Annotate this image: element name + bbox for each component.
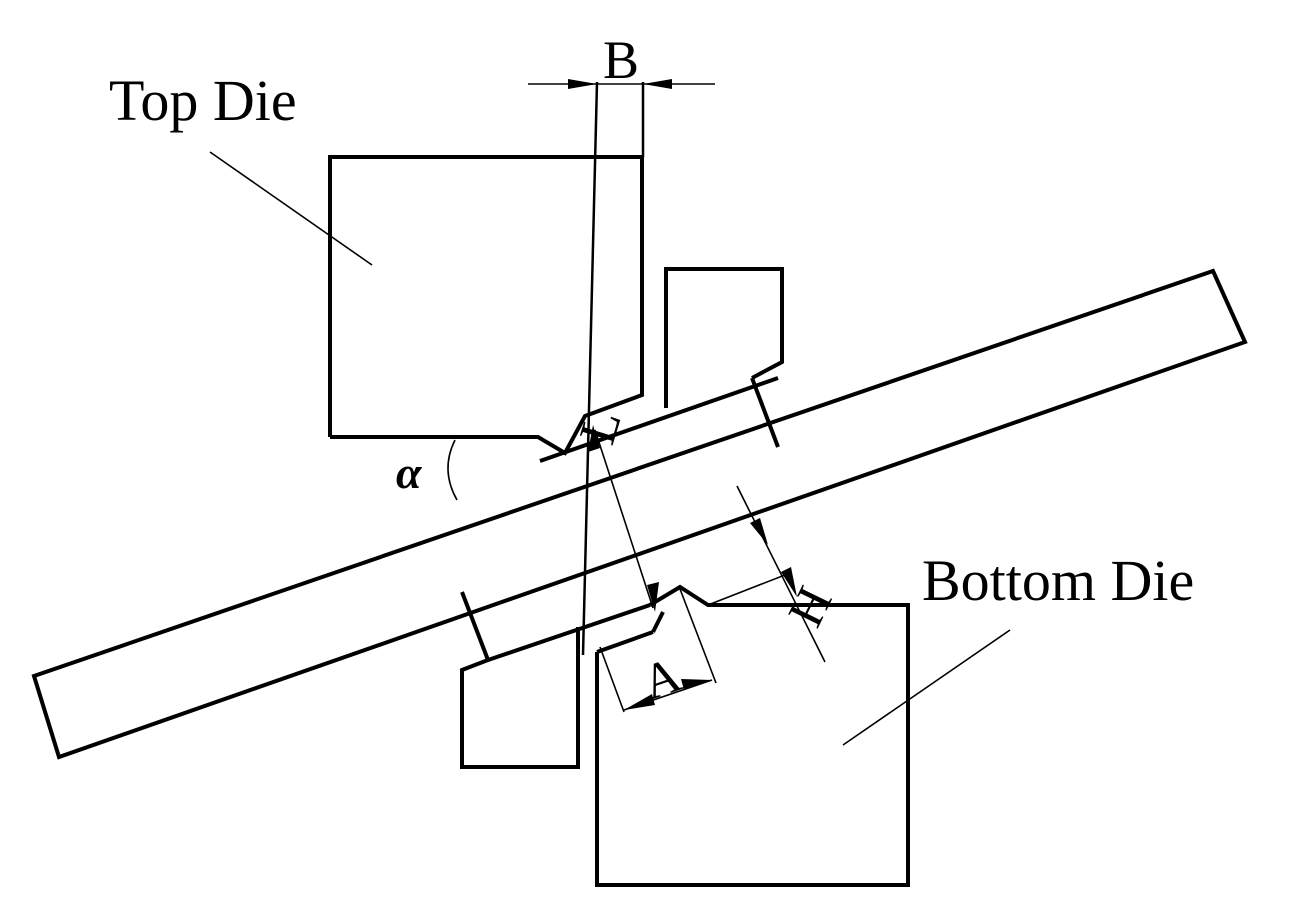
a-arrow-left bbox=[624, 694, 655, 710]
dim-l-label: L bbox=[569, 403, 633, 450]
vertical-centerline bbox=[581, 81, 599, 656]
bottom-die-chamfer bbox=[596, 630, 654, 654]
angle-alpha-label: α bbox=[396, 447, 423, 498]
top-clamp bbox=[664, 267, 784, 408]
top-die-label: Top Die bbox=[109, 68, 297, 133]
top-die bbox=[328, 155, 644, 456]
bottom-clamp bbox=[460, 591, 580, 769]
h-extension bbox=[707, 572, 791, 606]
h-arrow-top bbox=[750, 518, 768, 545]
l-dimension-line bbox=[594, 429, 654, 609]
bottom-die bbox=[595, 584, 910, 887]
a-extension-left bbox=[599, 646, 625, 713]
a-arrow-right bbox=[681, 679, 712, 690]
bottom-die-leader bbox=[842, 629, 1011, 746]
angle-arc bbox=[447, 439, 458, 501]
workpiece-bar bbox=[31, 268, 1248, 760]
bottom-die-edge bbox=[651, 611, 665, 633]
workpiece-upper-guide bbox=[539, 376, 779, 463]
top-die-leader bbox=[209, 151, 373, 266]
workpiece-lower-guide bbox=[487, 603, 651, 662]
a-extension-right bbox=[679, 588, 717, 684]
dim-b-label: B bbox=[603, 30, 639, 90]
b-arrow-left bbox=[568, 79, 597, 89]
bottom-die-label: Bottom Die bbox=[922, 548, 1194, 613]
l-arrow-top bbox=[588, 425, 600, 452]
b-arrow-right bbox=[643, 79, 672, 89]
top-clamp-side bbox=[750, 377, 780, 448]
l-arrow-bottom bbox=[647, 582, 659, 612]
h-dimension-line bbox=[736, 485, 826, 663]
